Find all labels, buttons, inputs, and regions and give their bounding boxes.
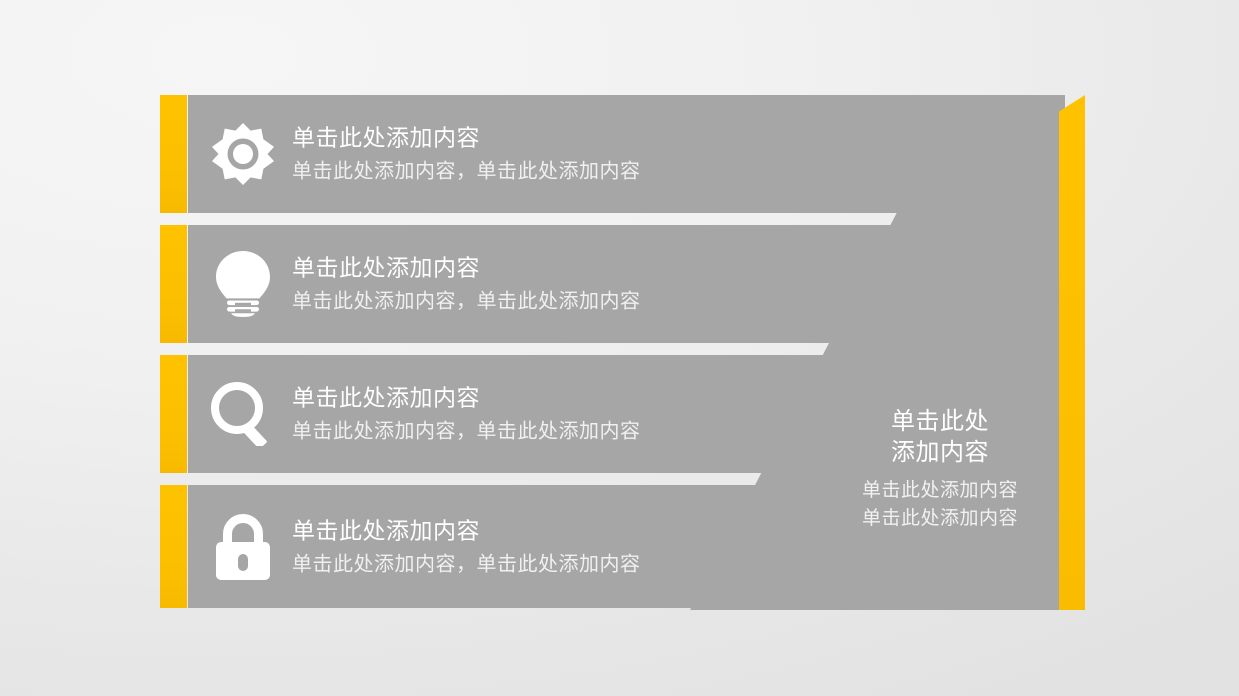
row-panel — [188, 355, 930, 473]
row-title: 单击此处添加内容 — [292, 124, 480, 151]
right-panel-title-line2: 添加内容 — [891, 439, 989, 466]
row-panel — [188, 225, 998, 343]
row-subtitle: 单击此处添加内容，单击此处添加内容 — [292, 160, 641, 183]
lightbulb-icon — [210, 251, 276, 317]
row-subtitle: 单击此处添加内容，单击此处添加内容 — [292, 420, 641, 443]
row-accent-bar — [160, 95, 187, 213]
lock-icon — [210, 513, 276, 580]
row-subtitle: 单击此处添加内容，单击此处添加内容 — [292, 553, 641, 575]
right-panel-subtitle-line1: 单击此处添加内容 — [861, 480, 1018, 501]
row-subtitle: 单击此处添加内容，单击此处添加内容 — [292, 290, 641, 313]
right-panel-subtitle-line2: 单击此处添加内容 — [861, 508, 1018, 529]
row-accent-bar — [160, 225, 187, 343]
right-panel-title-line1: 单击此处 — [891, 408, 989, 435]
row-text-block: 单击此处添加内容 单击此处添加内容，单击此处添加内容 — [292, 252, 641, 317]
content-row-3[interactable]: 单击此处添加内容 单击此处添加内容，单击此处添加内容 — [160, 355, 930, 473]
sun-gear-icon — [210, 121, 276, 187]
row-accent-bar — [160, 355, 187, 473]
right-panel-text-block: 单击此处 添加内容 单击此处添加内容 单击此处添加内容 — [820, 406, 1060, 533]
row-panel — [188, 95, 1065, 213]
row-accent-bar — [160, 485, 187, 608]
row-panel — [188, 485, 865, 608]
row-text-block: 单击此处添加内容 单击此处添加内容，单击此处添加内容 — [292, 514, 641, 579]
right-accent-bar — [1059, 95, 1085, 610]
content-row-1[interactable]: 单击此处添加内容 单击此处添加内容，单击此处添加内容 — [160, 95, 1065, 213]
row-title: 单击此处添加内容 — [292, 517, 480, 543]
content-row-2[interactable]: 单击此处添加内容 单击此处添加内容，单击此处添加内容 — [160, 225, 998, 343]
row-title: 单击此处添加内容 — [292, 254, 480, 281]
content-row-4[interactable]: 单击此处添加内容 单击此处添加内容，单击此处添加内容 — [160, 485, 865, 608]
row-text-block: 单击此处添加内容 单击此处添加内容，单击此处添加内容 — [292, 382, 641, 447]
magnifier-icon — [210, 381, 276, 447]
row-text-block: 单击此处添加内容 单击此处添加内容，单击此处添加内容 — [292, 122, 641, 187]
row-title: 单击此处添加内容 — [292, 384, 480, 411]
